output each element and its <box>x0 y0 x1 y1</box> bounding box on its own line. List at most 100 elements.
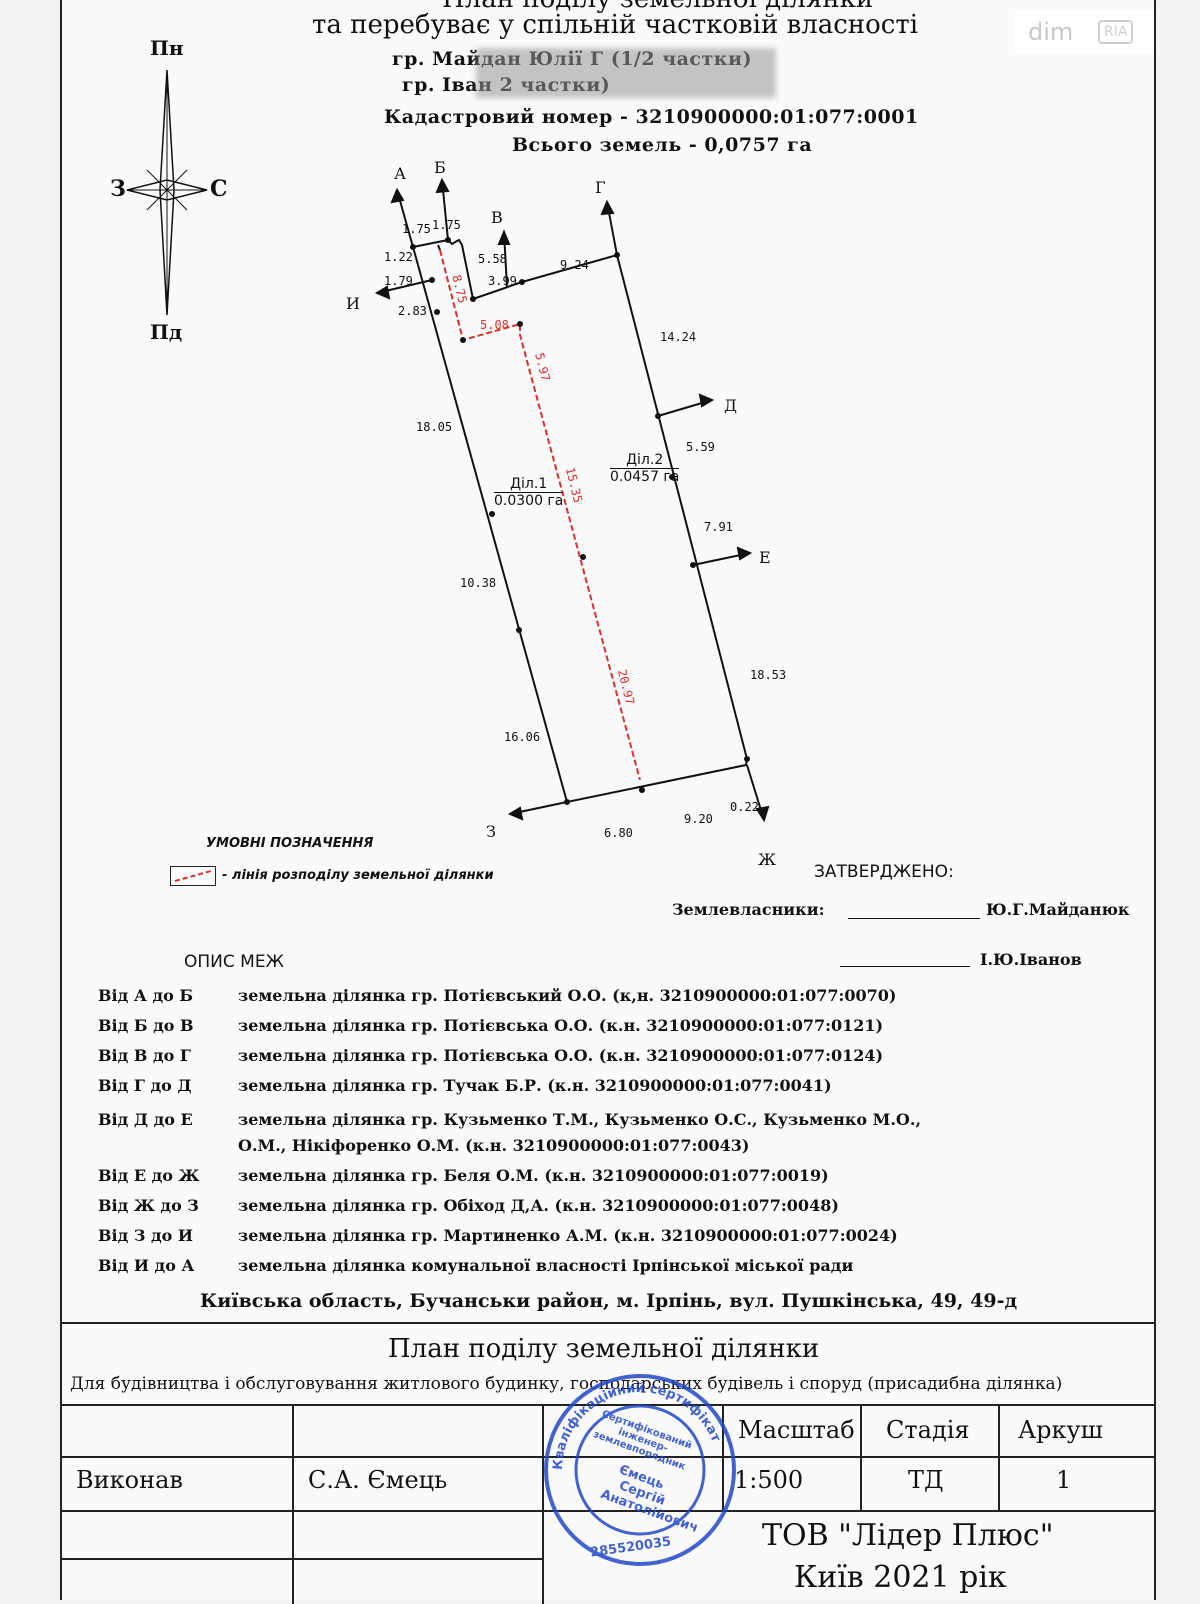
dim-label: 0.22 <box>730 800 759 814</box>
boundaries-title: ОПИС МЕЖ <box>184 952 284 972</box>
boundary-text: земельна ділянка гр. Потієвська О.О. (к.… <box>238 1016 884 1035</box>
compass-south-label: Пд <box>150 320 183 344</box>
doc-title-line1: План поділу земельної ділянки <box>442 0 873 14</box>
dim-label: 18.53 <box>750 668 787 682</box>
stage-value: ТД <box>908 1466 944 1494</box>
dim-label: 16.06 <box>504 730 541 744</box>
boundary-text: земельна ділянка гр. Беля О.М. (к.н. 321… <box>238 1166 829 1185</box>
boundary-from: Від Ж до З <box>98 1196 199 1215</box>
point-label-V: В <box>491 208 503 227</box>
boundary-text: земельна ділянка гр. Мартиненко А.М. (к.… <box>238 1226 898 1245</box>
boundary-text: земельна ділянка гр. Обіход Д,А. (к.н. 3… <box>238 1196 839 1215</box>
compass-west-label: З <box>110 176 126 202</box>
point-label-A: А <box>394 164 407 183</box>
legend-title: УМОВНІ ПОЗНАЧЕННЯ <box>206 836 374 851</box>
plot1-name: Діл.1 <box>494 476 564 493</box>
total-area: Всього земель - 0,0757 га <box>512 134 813 156</box>
vertex-points <box>410 237 750 805</box>
plot2-area: 0.0457 га <box>610 469 680 485</box>
legend-swatch <box>170 866 216 886</box>
scale-label: Масштаб <box>738 1416 855 1444</box>
compass-rose: Пн Пд З С <box>102 30 252 350</box>
scale-value: 1:500 <box>734 1466 804 1494</box>
dim-label: 9.20 <box>684 812 713 826</box>
city-year: Київ 2021 рік <box>794 1560 1007 1595</box>
boundary-from: Від В до Г <box>98 1046 191 1065</box>
dim-label: 10.38 <box>460 576 497 590</box>
owners-label: Землевласники: <box>672 900 825 919</box>
point-label-G: Г <box>595 178 606 197</box>
executor-name: С.А. Ємець <box>308 1466 448 1494</box>
stage-label: Стадія <box>886 1416 970 1444</box>
boundary-from: Від Д до Е <box>98 1110 193 1129</box>
approval-title: ЗАТВЕРДЖЕНО: <box>814 862 954 882</box>
compass-north-label: Пн <box>150 36 184 60</box>
titleblock-purpose: Для будівництва і обслуговування житлово… <box>70 1374 1063 1394</box>
watermark-sub: RIA <box>1098 20 1134 44</box>
boundary-text: земельна ділянка гр. Кузьменко Т.М., Куз… <box>238 1110 922 1129</box>
watermark-logo: dim RIA <box>1014 10 1154 54</box>
boundary-text: земельна ділянка гр. Тучак Б.Р. (к.н. 32… <box>238 1076 832 1095</box>
boundary-text: земельна ділянка гр. Потієвський О.О. (к… <box>238 986 897 1005</box>
company-name: ТОВ "Лідер Плюс" <box>762 1518 1054 1553</box>
plot1-area: 0.0300 га <box>494 493 564 509</box>
plot1-inner-boundary <box>437 244 441 251</box>
approval-owner1: Ю.Г.Майданюк <box>986 900 1130 919</box>
titleblock-title: План поділу земельної ділянки <box>388 1334 820 1364</box>
split-line <box>439 249 641 781</box>
signature-line-2 <box>840 966 970 967</box>
point-label-E: Е <box>759 548 771 567</box>
compass-east-label: С <box>210 176 228 202</box>
dim-label: 18.05 <box>416 420 453 434</box>
split-dim-label: 5.08 <box>480 318 509 332</box>
signature-line-1 <box>848 918 980 919</box>
plot-plan-drawing <box>374 177 770 823</box>
dim-label: 3.99 <box>488 274 517 288</box>
dim-label: 7.91 <box>704 520 733 534</box>
dim-label: 5.59 <box>686 440 715 454</box>
boundary-from: Від З до И <box>98 1226 193 1245</box>
stamp-seal-icon: Кваліфікаційний сертифікат <box>544 1374 736 1566</box>
official-stamp: Кваліфікаційний сертифікат Сертифіковани… <box>540 1370 740 1570</box>
doc-title-line2: та перебуває у спільній частковій власно… <box>312 10 919 40</box>
dim-label: 14.24 <box>660 330 697 344</box>
dim-label: 5.58 <box>478 252 507 266</box>
titleblock-grid: Масштаб Стадія Аркуш Виконав С.А. Ємець … <box>62 1404 1154 1604</box>
point-label-I: И <box>346 294 360 313</box>
plot2-name: Діл.2 <box>610 452 680 469</box>
sheet-value: 1 <box>1056 1466 1072 1494</box>
boundary-from: Від Б до В <box>98 1016 194 1035</box>
dim-label: 9.24 <box>560 258 589 272</box>
executor-label: Виконав <box>76 1466 183 1494</box>
boundary-from: Від И до А <box>98 1256 195 1275</box>
plot2-label: Діл.2 0.0457 га <box>610 452 680 485</box>
dim-label: 1.22 <box>384 250 413 264</box>
point-label-D: Д <box>724 396 738 415</box>
cadastral-number: Кадастровий номер - 3210900000:01:077:00… <box>384 106 919 128</box>
point-label-B: Б <box>434 158 446 177</box>
sheet-label: Аркуш <box>1018 1416 1103 1444</box>
compass-icon <box>126 69 208 316</box>
plot-boundary <box>412 238 749 804</box>
boundary-text: земельна ділянка комунальної власності І… <box>238 1256 854 1275</box>
boundary-from: Від А до Б <box>98 986 194 1005</box>
plot1-label: Діл.1 0.0300 га <box>494 476 564 509</box>
approval-owner2: І.Ю.Іванов <box>980 950 1082 969</box>
boundary-text: земельна ділянка гр. Потієвська О.О. (к.… <box>238 1046 884 1065</box>
dim-label: 2.83 <box>398 304 427 318</box>
boundary-from: Від Е до Ж <box>98 1166 200 1185</box>
dim-label: 1.75 <box>432 218 461 232</box>
legend-item-text: - лінія розподілу земельної ділянки <box>222 868 494 883</box>
dim-label: 1.75 <box>402 222 431 236</box>
point-label-ZH: Ж <box>758 850 776 869</box>
boundary-from: Від Г до Д <box>98 1076 192 1095</box>
point-label-Z: З <box>486 822 496 841</box>
direction-arrows <box>374 177 770 823</box>
title-block: План поділу земельної ділянки Для будівн… <box>62 1322 1154 1604</box>
watermark-text: dim <box>1028 18 1074 46</box>
address-line: Київська область, Бучанськи район, м. Ір… <box>200 1290 1018 1312</box>
redaction-blur <box>476 48 776 98</box>
document-sheet: План поділу земельної ділянки та перебув… <box>60 0 1156 1604</box>
dim-label: 1.79 <box>384 274 413 288</box>
boundary-text: О.М., Нікіфоренко О.М. (к.н. 3210900000:… <box>238 1136 750 1155</box>
